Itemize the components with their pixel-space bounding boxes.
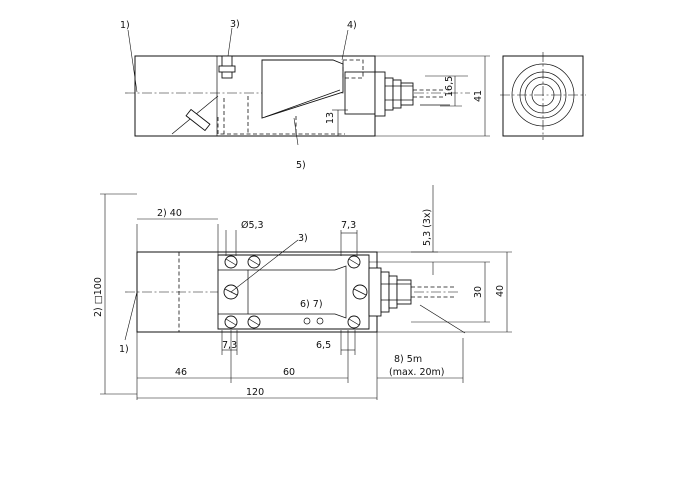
cable-note-1: 8) 5m: [394, 354, 422, 365]
dim-6-5-label: 6,5: [316, 340, 331, 351]
dim-30-label: 30: [473, 286, 484, 298]
window-edge: [264, 89, 341, 118]
screw-top-left: [224, 255, 238, 269]
sensor-window: [261, 59, 344, 119]
callout-6-7: 6) 7): [300, 299, 323, 310]
dim-16-5-label: 16,5: [444, 76, 455, 97]
callout-1-plan: 1): [119, 344, 129, 355]
sensing-face-region: [134, 55, 218, 137]
callout-4: 4): [347, 20, 357, 31]
dim-120-label: 120: [246, 387, 264, 398]
dim-7-3-bottom-label: 7,3: [222, 340, 237, 351]
screw-bottom-left: [224, 315, 238, 329]
leader-1-side: [127, 29, 138, 93]
connector-block: [344, 71, 376, 115]
cable-note-2: (max. 20m): [389, 367, 445, 378]
callout-3-plan: 3): [298, 233, 308, 244]
screw-bottom-far-right: [347, 315, 361, 329]
gland-nut-1: [384, 77, 394, 111]
screw-mid-right: [352, 284, 368, 300]
end-view: [500, 52, 586, 140]
adjust-screw-nut: [218, 65, 236, 73]
plan-view: 2) 40 Ø5,3 7,3 3) 6) 7) 5,3 (3x) 30 40 2: [93, 185, 512, 400]
dim-60-label: 60: [283, 367, 295, 378]
dim-5-3-3x-label: 5,3 (3x): [422, 209, 433, 246]
leader-1-plan: [124, 291, 138, 341]
tilted-screw: [185, 108, 211, 132]
gland-nut-plan-2: [388, 275, 398, 309]
leader-3-plan: [230, 239, 299, 293]
dim-13-label: 13: [325, 112, 336, 124]
dim-41-label: 41: [473, 90, 484, 102]
led-indicator-6: [303, 317, 311, 325]
callout-3-side: 3): [230, 19, 240, 30]
side-view: 13 16,5 41 1) 3) 4) 5): [120, 19, 490, 171]
leader-3-side: [227, 27, 233, 57]
screw-top-far-right: [347, 255, 361, 269]
callout-5: 5): [296, 160, 306, 171]
hidden-mounting-channel: [217, 117, 345, 135]
hidden-connector: [342, 59, 364, 79]
gland-flange: [374, 71, 386, 117]
gland-cap-plan: [396, 279, 412, 305]
mounting-bracket: [217, 254, 370, 330]
gland-flange-plan: [368, 267, 382, 317]
bracket-slot: [248, 265, 347, 319]
leader-4: [341, 29, 349, 61]
led-indicator-7: [316, 317, 324, 325]
gland-nut-plan-1: [380, 271, 390, 313]
cable-plan-line: [419, 304, 466, 334]
dim-40-right-label: 40: [495, 285, 506, 297]
gland-cap: [400, 82, 414, 106]
dim-2-40-label: 2) 40: [157, 208, 182, 219]
dim-100-label: 2) □100: [93, 277, 104, 317]
screw-bottom-right: [247, 315, 261, 329]
dim-46-label: 46: [175, 367, 187, 378]
hole-diameter-label: Ø5,3: [241, 220, 264, 231]
gland-nut-2: [392, 79, 402, 109]
leader-5: [293, 117, 299, 146]
screw-top-right: [247, 255, 261, 269]
callout-1-side: 1): [120, 20, 130, 31]
dim-7-3-top-label: 7,3: [341, 220, 356, 231]
